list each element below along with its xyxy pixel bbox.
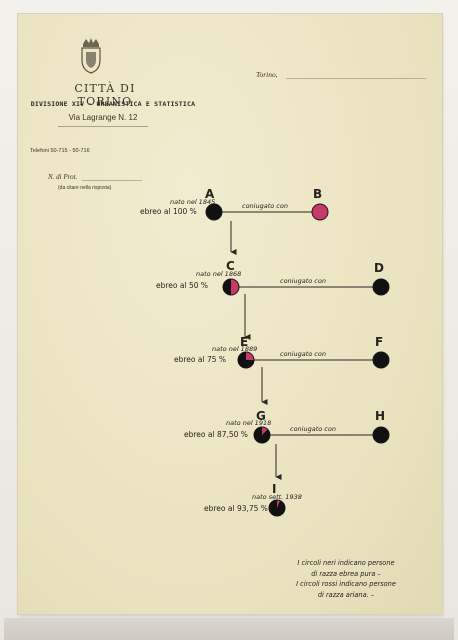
person-i-circle: [268, 499, 286, 517]
percent-label-a: ebreo al 100 %: [140, 207, 197, 216]
person-a-disc: [205, 203, 223, 221]
place-date-line: [286, 78, 426, 79]
legend-line-2: di razza ebrea pura –: [311, 569, 381, 578]
document-sheet: CITTÀ DI TORINO DIVISIONE XIV - URBANIST…: [18, 14, 442, 614]
person-e-black-sector: [238, 352, 254, 368]
letter-c: C: [226, 259, 235, 273]
person-g-black-sector: [254, 427, 270, 444]
percent-label-i: ebreo al 93,75 %: [204, 504, 268, 513]
letter-a: A: [205, 187, 215, 201]
percent-label-g: ebreo al 87,50 %: [184, 430, 248, 439]
person-d-disc: [372, 278, 390, 296]
protocol-line: [82, 180, 142, 181]
frame-bottom-edge: [4, 618, 454, 640]
coat-of-arms-icon: [81, 38, 101, 74]
person-i-black-sector: [268, 500, 285, 517]
person-b-disc: [311, 203, 329, 221]
married-label-a-b: coniugato con: [242, 202, 288, 210]
protocol-label: N. di Prot.: [48, 173, 78, 181]
married-label-c-d: coniugato con: [280, 277, 326, 285]
legend-line-4: di razza ariana. –: [317, 590, 375, 599]
born-label-a: nato nel 1845: [170, 198, 215, 206]
person-g-circle: [253, 426, 271, 444]
phone-numbers: Telefoni 50-715 - 50-716: [30, 148, 90, 154]
division-title: DIVISIONE XIV - URBANISTICA E STATISTICA: [30, 100, 196, 108]
married-label-e-f: coniugato con: [280, 350, 326, 358]
letter-h: H: [375, 409, 385, 423]
person-d-circle: [372, 278, 390, 296]
letterhead-divider: [58, 126, 148, 127]
letter-d: D: [374, 261, 384, 275]
legend-line-3: I circoli rossi indicano persone: [296, 580, 396, 588]
person-h-circle: [372, 426, 390, 444]
born-label-e: nato nel 1889: [212, 345, 257, 353]
person-e-circle: [237, 351, 255, 369]
person-b-circle: [311, 203, 329, 221]
person-h-disc: [372, 426, 390, 444]
letter-e: E: [240, 335, 248, 349]
person-a-circle: [205, 203, 223, 221]
born-label-c: nato nel 1868: [196, 270, 241, 278]
born-label-g: nato nel 1918: [226, 419, 271, 427]
city-name: CITTÀ DI TORINO: [74, 82, 136, 108]
born-label-i: nato sett. 1938: [252, 493, 302, 501]
place-label: Torino,: [256, 70, 278, 79]
person-f-circle: [372, 351, 390, 369]
letter-b: B: [313, 187, 322, 201]
married-label-g-h: coniugato con: [290, 425, 336, 433]
address: Via Lagrange N. 12: [68, 113, 138, 122]
person-c-black-sector: [223, 279, 231, 295]
person-c-circle: [222, 278, 240, 296]
letter-f: F: [375, 335, 383, 349]
legend: I circoli neri indicano persone di razza…: [256, 558, 436, 600]
percent-label-c: ebreo al 50 %: [156, 281, 208, 290]
letter-i: I: [272, 482, 276, 496]
legend-line-1: I circoli neri indicano persone: [297, 559, 395, 567]
letter-g: G: [256, 409, 266, 423]
protocol-note: (da citare nella risposta): [58, 185, 112, 191]
percent-label-e: ebreo al 75 %: [174, 355, 226, 364]
person-f-disc: [372, 351, 390, 369]
